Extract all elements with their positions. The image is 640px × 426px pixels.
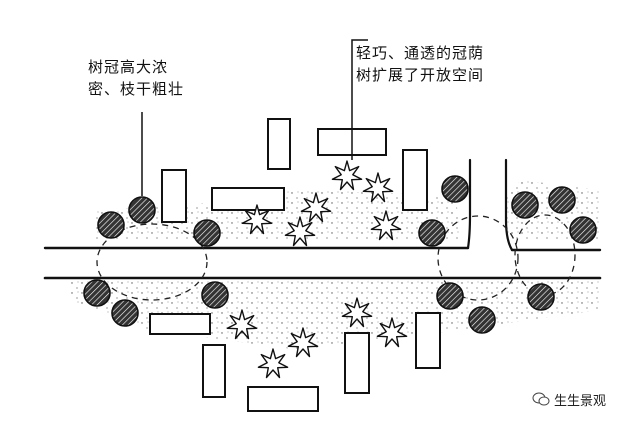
side-street-left-curb (466, 158, 472, 250)
building-block (149, 313, 211, 335)
light-tree (341, 297, 373, 328)
dense-tree (201, 281, 229, 309)
dense-tree (128, 196, 156, 224)
wechat-logo-icon (532, 392, 550, 406)
dense-tree (83, 279, 111, 307)
buildings (149, 118, 441, 412)
upper-planting-bed (95, 185, 460, 240)
dense-tree (441, 175, 469, 203)
dense-canopy-line2: 密、枝干粗壮 (88, 80, 185, 98)
light-tree (362, 172, 394, 203)
leader-lines (141, 39, 368, 196)
light-tree (376, 317, 408, 348)
light-tree (331, 160, 363, 191)
building-block (161, 169, 187, 223)
watermark-text: 生生景观 (554, 394, 607, 409)
dense-canopy-line1: 树冠高大浓 (88, 58, 169, 76)
light-tree (284, 216, 316, 247)
building-block (202, 344, 226, 398)
dense-tree (436, 282, 464, 310)
light-canopy-trees (226, 160, 408, 379)
dense-tree (511, 191, 539, 219)
light-tree (300, 192, 332, 223)
light-canopy-line1: 轻巧、通透的冠荫 (356, 44, 485, 62)
street (43, 158, 602, 280)
light-canopy-line2: 树扩展了开放空间 (356, 66, 485, 84)
dense-tree (111, 299, 139, 327)
dense-tree (468, 306, 496, 334)
building-block (415, 312, 441, 369)
side-street-right-curb (504, 158, 514, 252)
dense-tree (193, 219, 221, 247)
building-block (247, 386, 319, 412)
dense-canopy-trees (83, 175, 597, 334)
canopy-outline (437, 215, 519, 301)
dense-canopy-annotation: 树冠高大浓 密、枝干粗壮 (88, 56, 184, 100)
light-tree (287, 327, 319, 358)
light-tree (241, 204, 273, 235)
building-block (267, 118, 291, 170)
light-canopy-annotation: 轻巧、通透的冠荫 树扩展了开放空间 (356, 42, 484, 86)
building-block (211, 187, 285, 211)
light-tree (226, 309, 258, 340)
dense-tree (527, 283, 555, 311)
dense-tree (569, 216, 597, 244)
dense-tree (548, 186, 576, 214)
light-tree (370, 210, 402, 241)
building-block (344, 332, 370, 394)
leader-line-right (351, 39, 368, 160)
dense-tree (97, 211, 125, 239)
canopy-outline (96, 223, 208, 301)
building-block (402, 149, 428, 211)
light-tree (257, 348, 289, 379)
dense-tree (418, 219, 446, 247)
